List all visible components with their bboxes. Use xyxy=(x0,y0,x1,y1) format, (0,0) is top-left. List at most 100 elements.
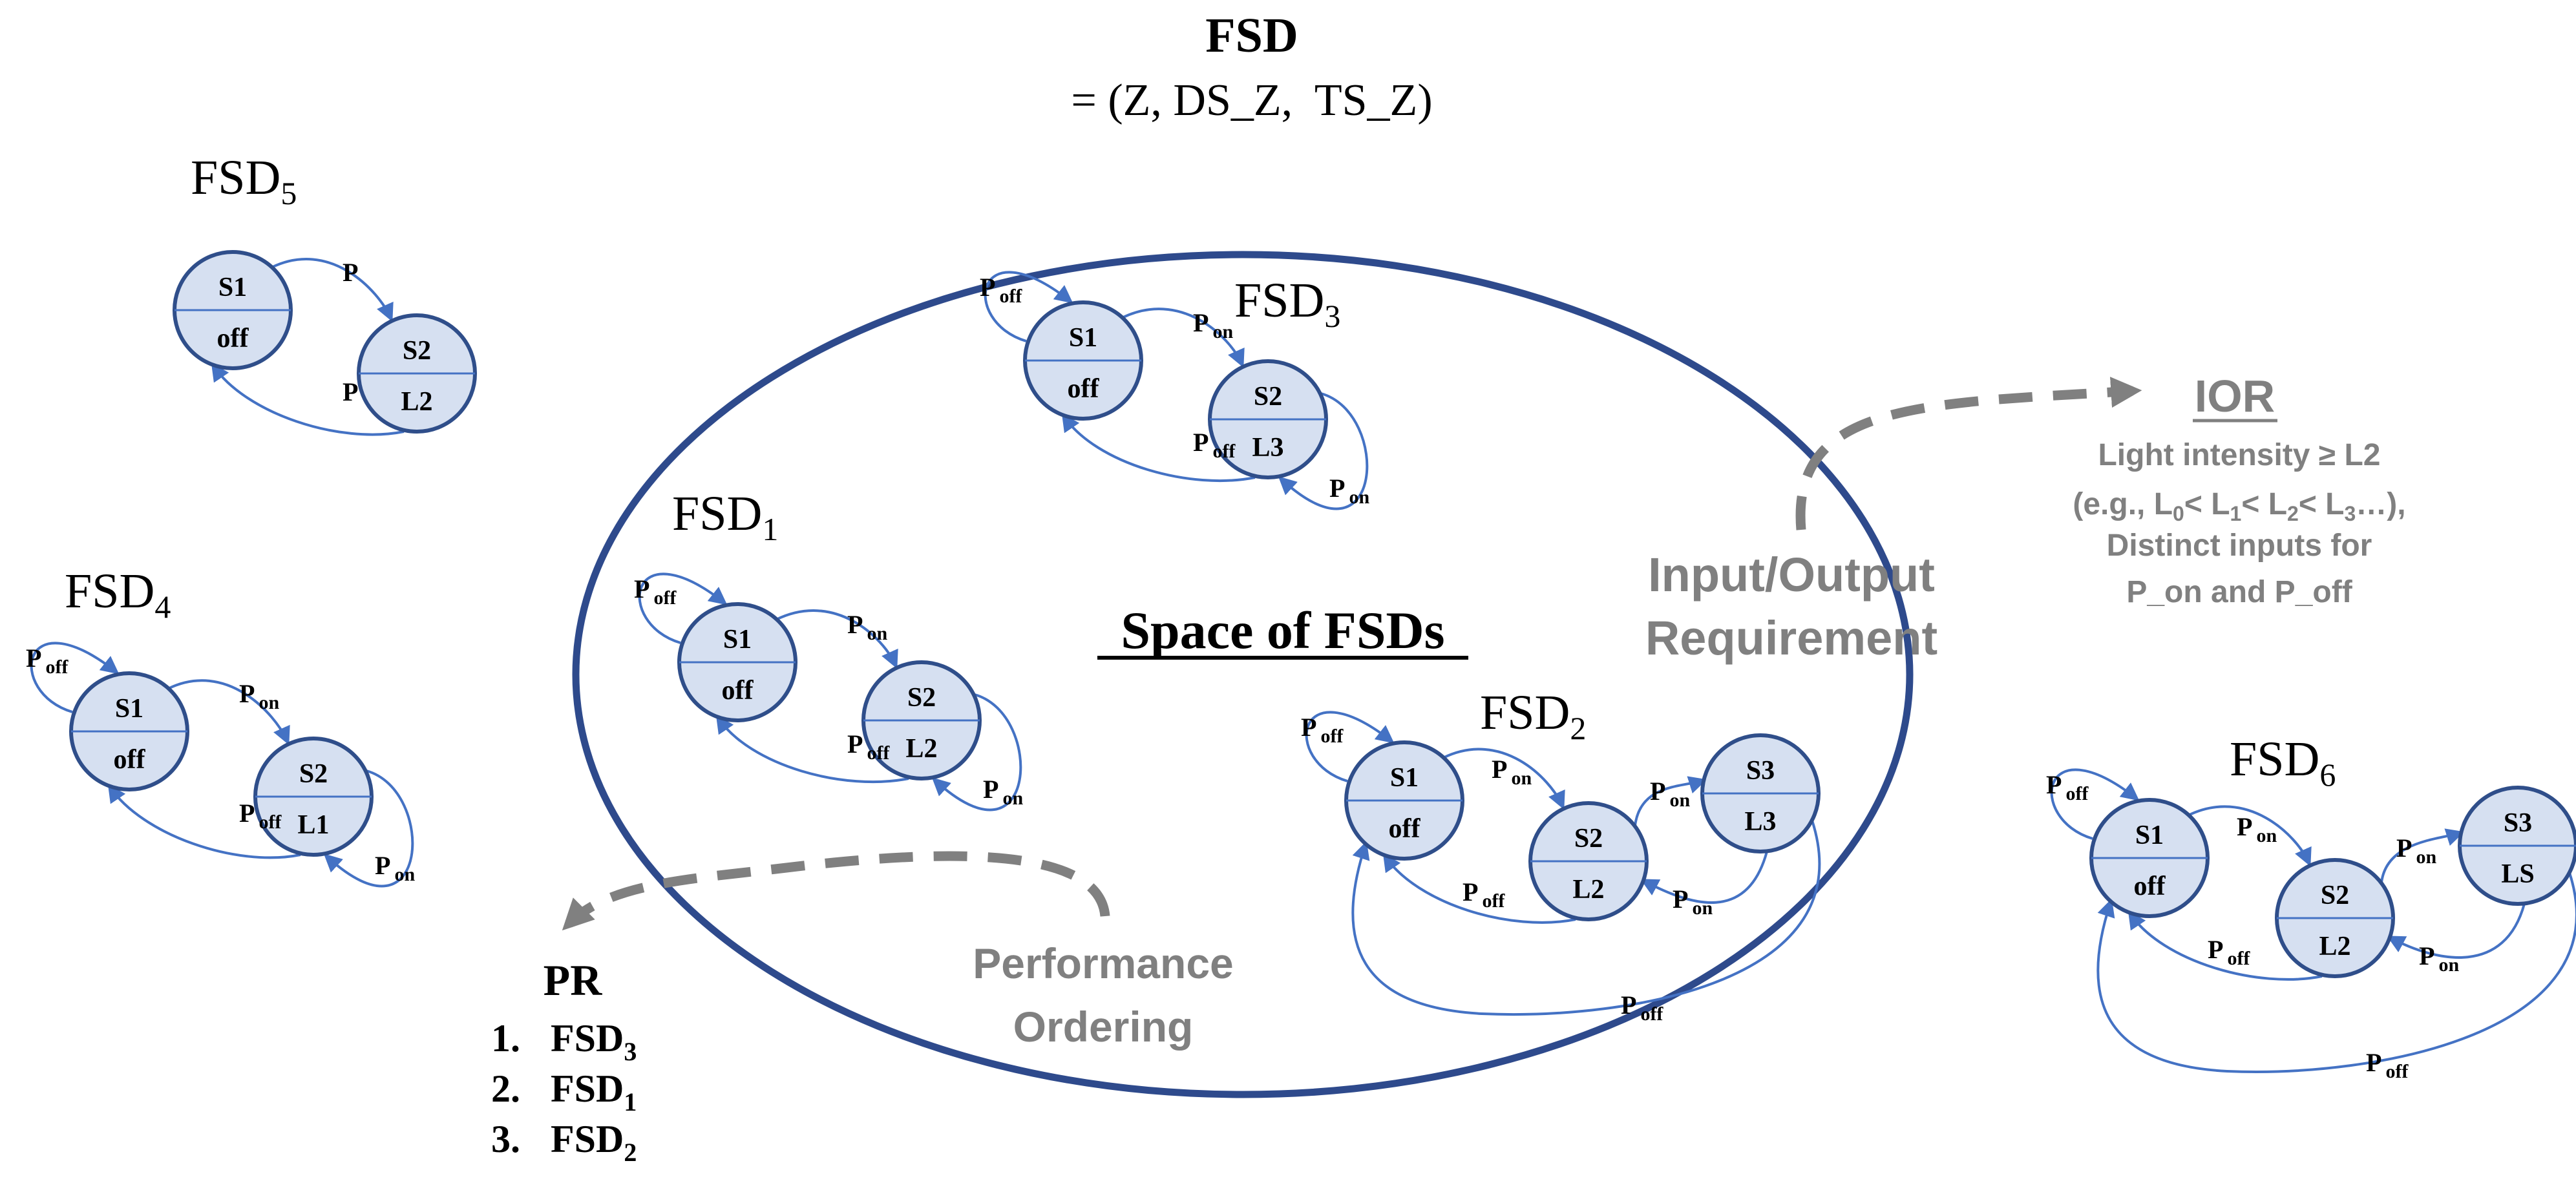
state-id: S1 xyxy=(2135,821,2164,850)
fsd-title: FSD4 xyxy=(65,564,171,625)
transition-self-s2 xyxy=(323,769,414,888)
edge-label-forward: P xyxy=(343,258,358,287)
transition-self-s1 xyxy=(30,642,120,713)
ior-line4: P_on and P_off xyxy=(2126,575,2352,609)
transition-s2-s1 xyxy=(1382,853,1576,924)
transition-back xyxy=(715,715,909,784)
header-subtitle: = (Z, DS_Z, TS_Z) xyxy=(1071,76,1432,125)
transition-self-s1 xyxy=(638,572,728,644)
pr-title: PR xyxy=(544,956,603,1005)
state-id: S1 xyxy=(115,694,143,724)
transition-forward xyxy=(271,258,394,322)
state-output: LS xyxy=(2501,859,2534,889)
transition-self-s1 xyxy=(984,271,1073,342)
state-id: S1 xyxy=(723,625,752,654)
perf-link-label-line2: Ordering xyxy=(1013,1003,1194,1051)
ior-link-label-line1: Input/Output xyxy=(1648,548,1935,602)
transition-back xyxy=(1061,413,1256,483)
performance-link-arrow xyxy=(562,851,1110,931)
state-s1: S1 off xyxy=(2089,798,2210,918)
transition-s2-s3 xyxy=(2380,828,2465,883)
state-id: S2 xyxy=(299,759,328,789)
state-output: off xyxy=(722,676,754,706)
ior-line2: (e.g., L0< L1< L2< L3…), xyxy=(2073,487,2405,525)
state-output: L3 xyxy=(1252,433,1283,463)
pr-item-1: 1.FSD3 xyxy=(491,1017,637,1066)
state-id: S1 xyxy=(218,273,247,302)
fsd-space-ellipse xyxy=(572,251,1914,1098)
state-id: S2 xyxy=(1574,824,1603,853)
transition-forward xyxy=(167,679,290,746)
transition-s2-s1 xyxy=(2127,910,2323,981)
pr-item-2: 2.FSD1 xyxy=(491,1067,637,1116)
transition-forward xyxy=(1121,308,1245,368)
state-output: off xyxy=(114,745,146,775)
state-id: S3 xyxy=(2504,808,2532,838)
transition-s3-s2 xyxy=(2387,903,2526,959)
state-id: S1 xyxy=(1069,323,1097,353)
state-output: off xyxy=(2134,872,2166,901)
ior-link-label-line2: Requirement xyxy=(1645,611,1937,665)
pr-list: 1.FSD3 2.FSD1 3.FSD2 xyxy=(491,1017,637,1167)
transition-self-s1 xyxy=(2050,768,2140,840)
state-output: L2 xyxy=(2319,932,2350,961)
transition-s3-s1 xyxy=(2096,872,2576,1073)
state-s1: S1 off xyxy=(173,250,293,370)
fsd-title: FSD5 xyxy=(191,151,297,211)
transition-back xyxy=(107,784,301,859)
state-id: S1 xyxy=(1390,763,1419,793)
transition-s1-s2 xyxy=(2188,805,2312,867)
edge-label-back: P xyxy=(343,377,358,406)
state-output: off xyxy=(217,324,249,353)
state-output: L1 xyxy=(297,810,329,840)
state-output: L2 xyxy=(401,387,432,417)
state-output: L3 xyxy=(1744,807,1776,837)
fsd-title: FSD2 xyxy=(1480,686,1586,746)
state-s1: S1 off xyxy=(69,671,189,791)
transition-self-s2 xyxy=(1278,392,1369,510)
header-title: FSD xyxy=(1205,8,1298,63)
transition-s3-s2 xyxy=(1640,851,1768,904)
ior-title: IOR xyxy=(2195,371,2275,421)
state-s1: S1 off xyxy=(677,602,797,722)
transition-self-s2 xyxy=(931,693,1022,811)
transition-back xyxy=(211,362,405,436)
state-id: S2 xyxy=(2321,881,2349,910)
fsd-title: FSD3 xyxy=(1234,273,1340,334)
transition-s1-s2 xyxy=(1442,748,1565,810)
fsd-title: FSD6 xyxy=(2230,732,2336,793)
ior-line1: Light intensity ≥ L2 xyxy=(2098,438,2380,472)
